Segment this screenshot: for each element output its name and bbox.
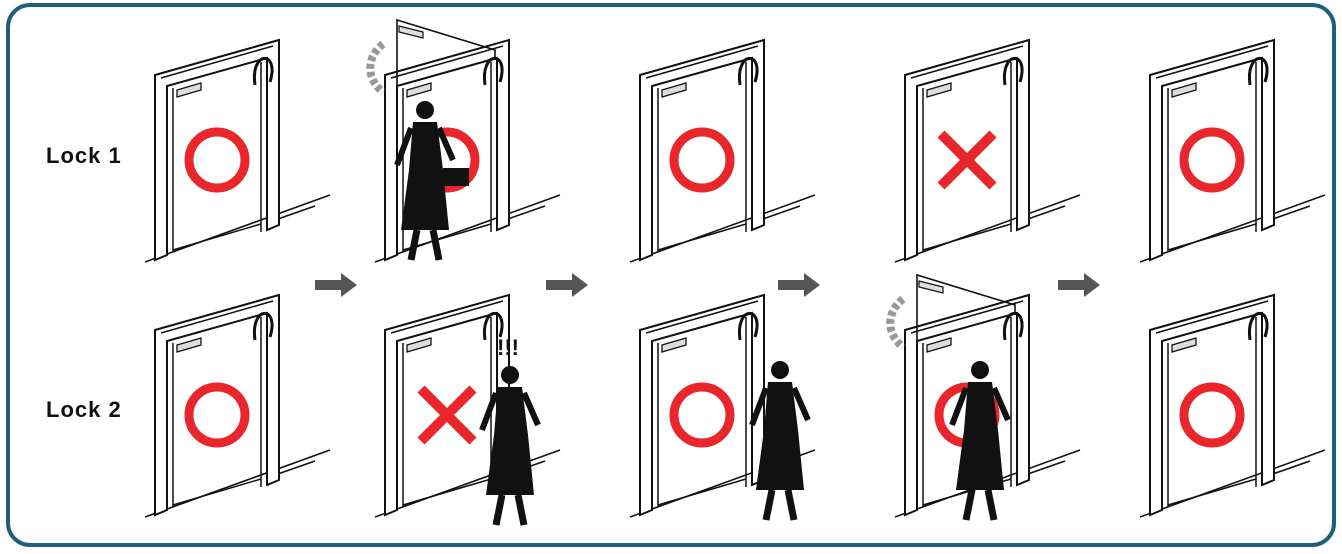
row-label-lock-2: Lock 2 — [46, 397, 122, 423]
briefcase-icon — [443, 168, 469, 186]
exclamation-icon: !!! — [497, 335, 519, 360]
outer-frame — [8, 5, 1334, 545]
row-label-lock-1: Lock 1 — [46, 143, 122, 169]
